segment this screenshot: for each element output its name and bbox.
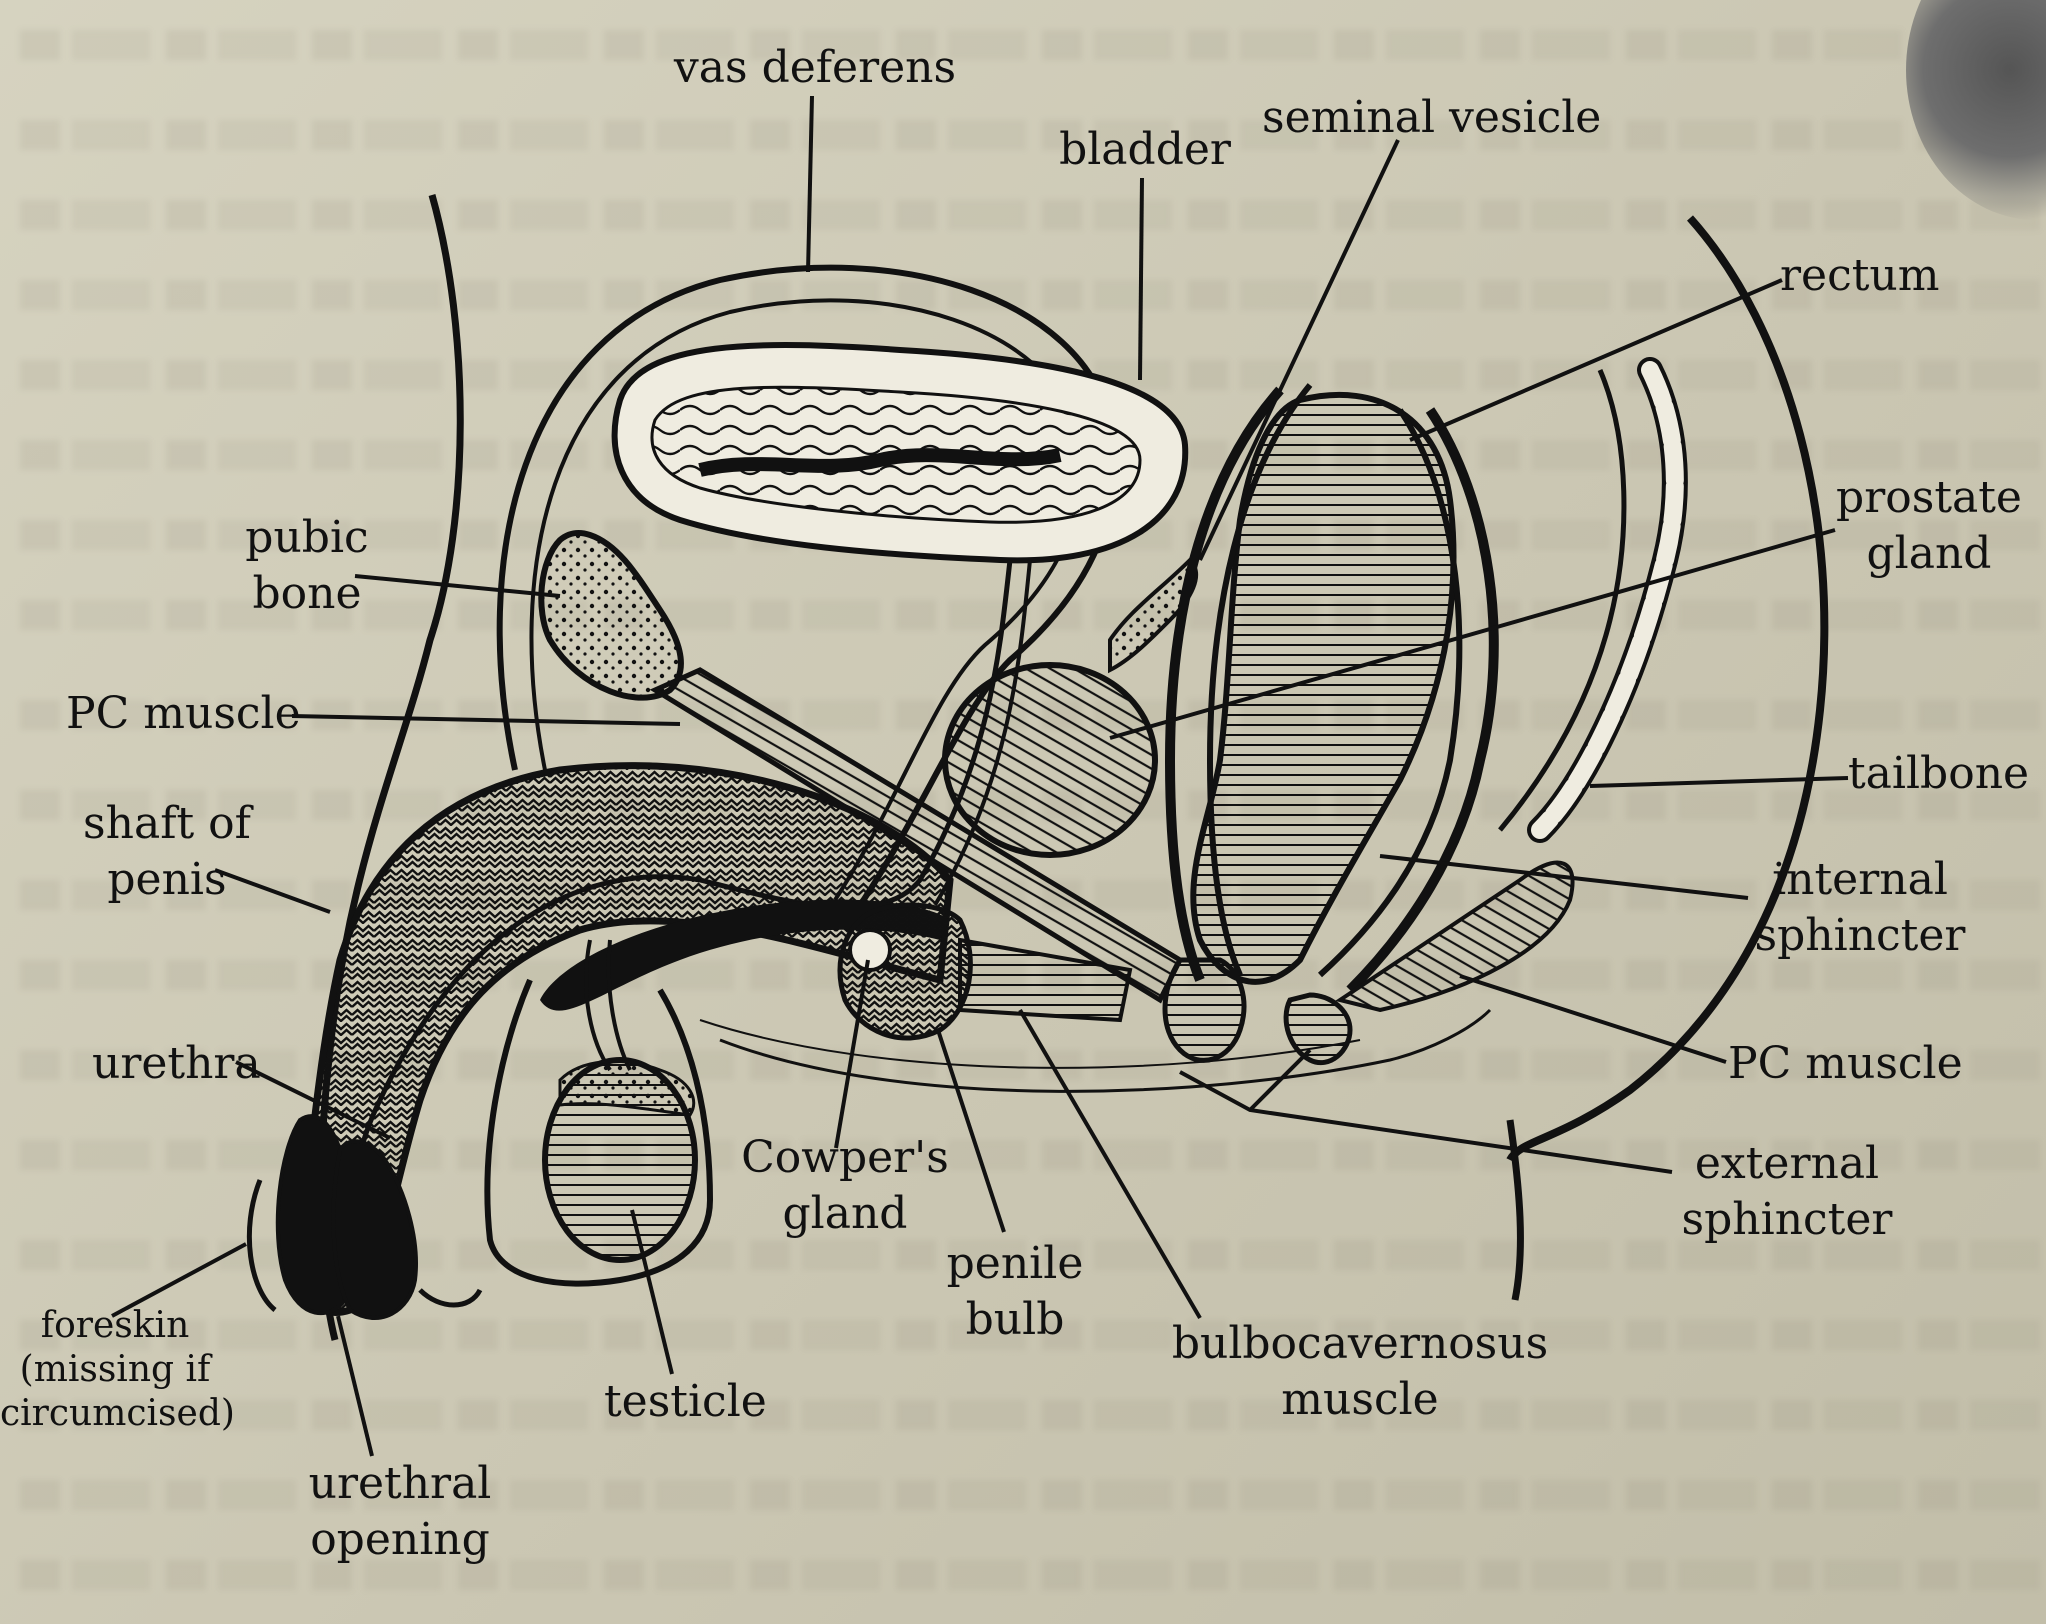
- bulbocavernosus-shape: [958, 937, 1133, 1023]
- leader-bulbocavernosus: [1018, 1008, 1202, 1320]
- label-penile-bulb: penile bulb: [946, 1238, 1084, 1345]
- tailbone-shape: [1498, 357, 1688, 843]
- rectum-shape: [1164, 383, 1499, 994]
- label-external-sphincter: external sphincter: [1681, 1138, 1893, 1245]
- label-internal-sphincter: internal sphincter: [1754, 854, 1966, 961]
- pubic-bone-shape: [538, 529, 684, 701]
- prostate-shape: [942, 662, 1158, 858]
- label-shaft-of-penis: shaft of penis: [83, 798, 251, 905]
- label-urethral-opening: urethral opening: [308, 1458, 492, 1565]
- leader-shaft: [214, 868, 331, 914]
- label-rectum: rectum: [1780, 250, 1940, 301]
- label-cowpers-gland: Cowper's gland: [741, 1132, 949, 1239]
- body-outline-back: [1506, 215, 1829, 1301]
- leader-testicle: [630, 1209, 674, 1375]
- glans-shape: [275, 1114, 418, 1321]
- leader-urethra: [235, 1060, 391, 1140]
- leader-cowpers: [834, 959, 870, 1149]
- leader-pc-muscle-right: [1459, 974, 1727, 1064]
- label-pc-muscle-right: PC muscle: [1728, 1038, 1963, 1089]
- anal-canal-shape: [1162, 957, 1353, 1066]
- seminal-vesicle-shape: [1108, 557, 1198, 674]
- leader-pubic-bone: [354, 574, 561, 598]
- cowpers-gland-shape: [848, 928, 892, 972]
- leader-foreskin: [111, 1242, 247, 1318]
- leader-internal-sphincter: [1379, 854, 1749, 900]
- leader-urethral-opening: [336, 1315, 374, 1457]
- label-seminal-vesicle: seminal vesicle: [1262, 92, 1602, 143]
- label-bulbocavernosus-muscle: bulbocavernosus muscle: [1171, 1318, 1549, 1425]
- foreskin-shape: [246, 1179, 483, 1312]
- leader-seminal-vesicle: [1198, 139, 1400, 561]
- pc-muscle-rear-shape: [1335, 860, 1575, 1013]
- leader-prostate: [1109, 528, 1836, 740]
- leader-tailbone: [1589, 776, 1849, 788]
- leader-rectum: [1409, 278, 1783, 442]
- label-testicle: testicle: [604, 1376, 767, 1427]
- leader-pc-muscle-left: [291, 714, 681, 726]
- label-bladder: bladder: [1059, 124, 1231, 175]
- testicle-shape: [542, 1057, 698, 1263]
- label-pc-muscle-left: PC muscle: [66, 688, 301, 739]
- label-urethra: urethra: [92, 1038, 261, 1089]
- leader-lines: [111, 95, 1849, 1457]
- leader-bladder: [1138, 177, 1144, 381]
- label-prostate-gland: prostate gland: [1836, 472, 2022, 579]
- label-pubic-bone: pubic bone: [245, 512, 369, 619]
- leader-external-sphincter: [1179, 1070, 1673, 1174]
- label-vas-deferens: vas deferens: [673, 42, 957, 93]
- label-tailbone: tailbone: [1848, 748, 2030, 799]
- perineum-outline: [699, 1008, 1492, 1093]
- leader-vas-deferens: [806, 95, 814, 273]
- leader-external-sphincter-2: [1248, 1048, 1312, 1112]
- bladder-shape: [611, 342, 1189, 564]
- leader-penile-bulb: [936, 1029, 1006, 1233]
- label-foreskin: foreskin (missing if circumcised): [0, 1305, 235, 1434]
